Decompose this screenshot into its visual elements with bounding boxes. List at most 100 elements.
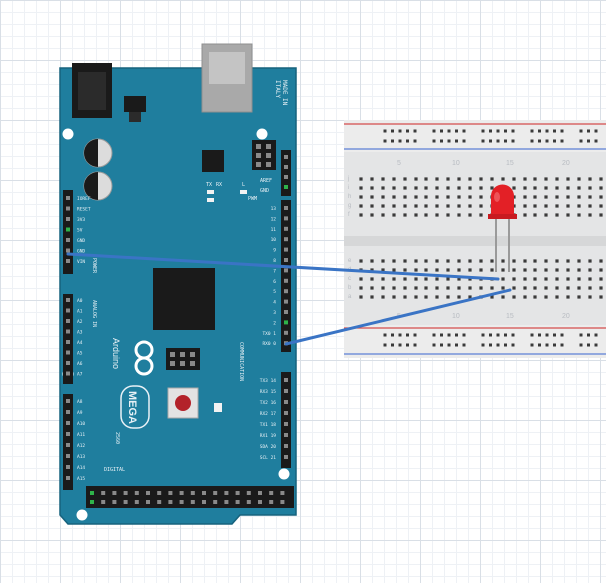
wire-pin2-to-led[interactable] — [284, 288, 512, 346]
rail-hole[interactable] — [406, 343, 409, 347]
comm-pin[interactable] — [284, 455, 288, 459]
breadboard-hole[interactable] — [457, 259, 461, 263]
analog-pin[interactable] — [66, 410, 70, 414]
breadboard-hole[interactable] — [523, 177, 527, 181]
digital-pin[interactable] — [168, 491, 173, 495]
digital-pin[interactable] — [112, 500, 117, 504]
breadboard-hole[interactable] — [414, 186, 418, 190]
digital-pin[interactable] — [90, 500, 94, 504]
breadboard-hole[interactable] — [490, 286, 494, 290]
breadboard-hole[interactable] — [599, 259, 603, 263]
breadboard-hole[interactable] — [577, 295, 581, 299]
breadboard-hole[interactable] — [446, 268, 450, 272]
breadboard-hole[interactable] — [588, 213, 592, 217]
breadboard-hole[interactable] — [370, 259, 374, 263]
rail-hole[interactable] — [587, 343, 590, 347]
breadboard-hole[interactable] — [512, 259, 516, 263]
breadboard-hole[interactable] — [588, 259, 592, 263]
breadboard-hole[interactable] — [555, 295, 559, 299]
rail-hole[interactable] — [560, 333, 564, 337]
digital-pin[interactable] — [168, 500, 173, 504]
rail-hole[interactable] — [594, 333, 598, 337]
rail-hole[interactable] — [504, 333, 507, 337]
breadboard-hole[interactable] — [523, 195, 527, 199]
breadboard-hole[interactable] — [468, 259, 472, 263]
breadboard-hole[interactable] — [403, 268, 407, 272]
rail-hole[interactable] — [530, 333, 534, 337]
breadboard-hole[interactable] — [435, 268, 439, 272]
breadboard-hole[interactable] — [555, 277, 559, 281]
rail-hole[interactable] — [489, 333, 492, 337]
rail-hole[interactable] — [511, 343, 515, 347]
breadboard-hole[interactable] — [566, 213, 570, 217]
rail-hole[interactable] — [455, 333, 458, 337]
pwm-pin[interactable] — [284, 237, 288, 242]
breadboard-hole[interactable] — [544, 177, 548, 181]
breadboard-hole[interactable] — [533, 186, 537, 190]
digital-pin[interactable] — [235, 500, 240, 504]
breadboard-hole[interactable] — [392, 259, 396, 263]
analog-pin[interactable] — [66, 443, 70, 447]
breadboard-hole[interactable] — [435, 259, 439, 263]
analog-pin[interactable] — [66, 340, 70, 344]
breadboard-hole[interactable] — [577, 204, 581, 208]
breadboard-hole[interactable] — [599, 286, 603, 290]
rail-hole[interactable] — [462, 343, 466, 347]
pwm-pin[interactable] — [284, 299, 288, 304]
breadboard-hole[interactable] — [359, 213, 363, 217]
breadboard-hole[interactable] — [468, 195, 472, 199]
breadboard-hole[interactable] — [403, 177, 407, 181]
breadboard-hole[interactable] — [490, 295, 494, 299]
breadboard-hole[interactable] — [479, 268, 483, 272]
breadboard-hole[interactable] — [501, 295, 505, 299]
breadboard-hole[interactable] — [512, 177, 516, 181]
breadboard-hole[interactable] — [555, 286, 559, 290]
breadboard-hole[interactable] — [523, 213, 527, 217]
breadboard-hole[interactable] — [577, 259, 581, 263]
digital-pin[interactable] — [101, 491, 106, 495]
breadboard-hole[interactable] — [533, 204, 537, 208]
digital-pin[interactable] — [269, 491, 274, 495]
breadboard-hole[interactable] — [533, 295, 537, 299]
breadboard-hole[interactable] — [359, 295, 363, 299]
rail-hole[interactable] — [462, 333, 466, 337]
breadboard-hole[interactable] — [424, 295, 428, 299]
analog-pin[interactable] — [66, 421, 70, 425]
breadboard-hole[interactable] — [523, 259, 527, 263]
power-pin[interactable] — [66, 227, 70, 232]
breadboard-hole[interactable] — [457, 186, 461, 190]
rail-hole[interactable] — [391, 333, 394, 337]
rail-hole[interactable] — [383, 139, 387, 143]
rail-hole[interactable] — [511, 333, 515, 337]
breadboard-hole[interactable] — [533, 259, 537, 263]
rail-hole[interactable] — [538, 333, 541, 337]
rail-hole[interactable] — [545, 333, 549, 337]
rail-hole[interactable] — [504, 129, 507, 133]
rail-hole[interactable] — [504, 343, 507, 347]
breadboard-hole[interactable] — [435, 195, 439, 199]
rail-hole[interactable] — [440, 139, 443, 143]
breadboard-hole[interactable] — [479, 177, 483, 181]
breadboard-hole[interactable] — [424, 268, 428, 272]
breadboard-hole[interactable] — [359, 204, 363, 208]
breadboard-hole[interactable] — [435, 295, 439, 299]
breadboard-hole[interactable] — [457, 277, 461, 281]
breadboard-hole[interactable] — [599, 295, 603, 299]
digital-pin[interactable] — [224, 491, 229, 495]
breadboard-hole[interactable] — [457, 268, 461, 272]
rail-hole[interactable] — [579, 343, 583, 347]
breadboard-hole[interactable] — [523, 204, 527, 208]
rail-hole[interactable] — [496, 139, 500, 143]
digital-pin[interactable] — [213, 500, 218, 504]
reset-button-cap[interactable] — [175, 395, 191, 411]
digital-pin[interactable] — [146, 491, 150, 495]
rail-hole[interactable] — [594, 129, 598, 133]
breadboard-hole[interactable] — [403, 259, 407, 263]
rail-hole[interactable] — [538, 139, 541, 143]
header-pin[interactable] — [284, 165, 288, 169]
breadboard-hole[interactable] — [414, 277, 418, 281]
rail-hole[interactable] — [504, 139, 507, 143]
breadboard-hole[interactable] — [544, 195, 548, 199]
header-pin[interactable] — [284, 155, 288, 159]
digital-pin[interactable] — [280, 491, 285, 495]
